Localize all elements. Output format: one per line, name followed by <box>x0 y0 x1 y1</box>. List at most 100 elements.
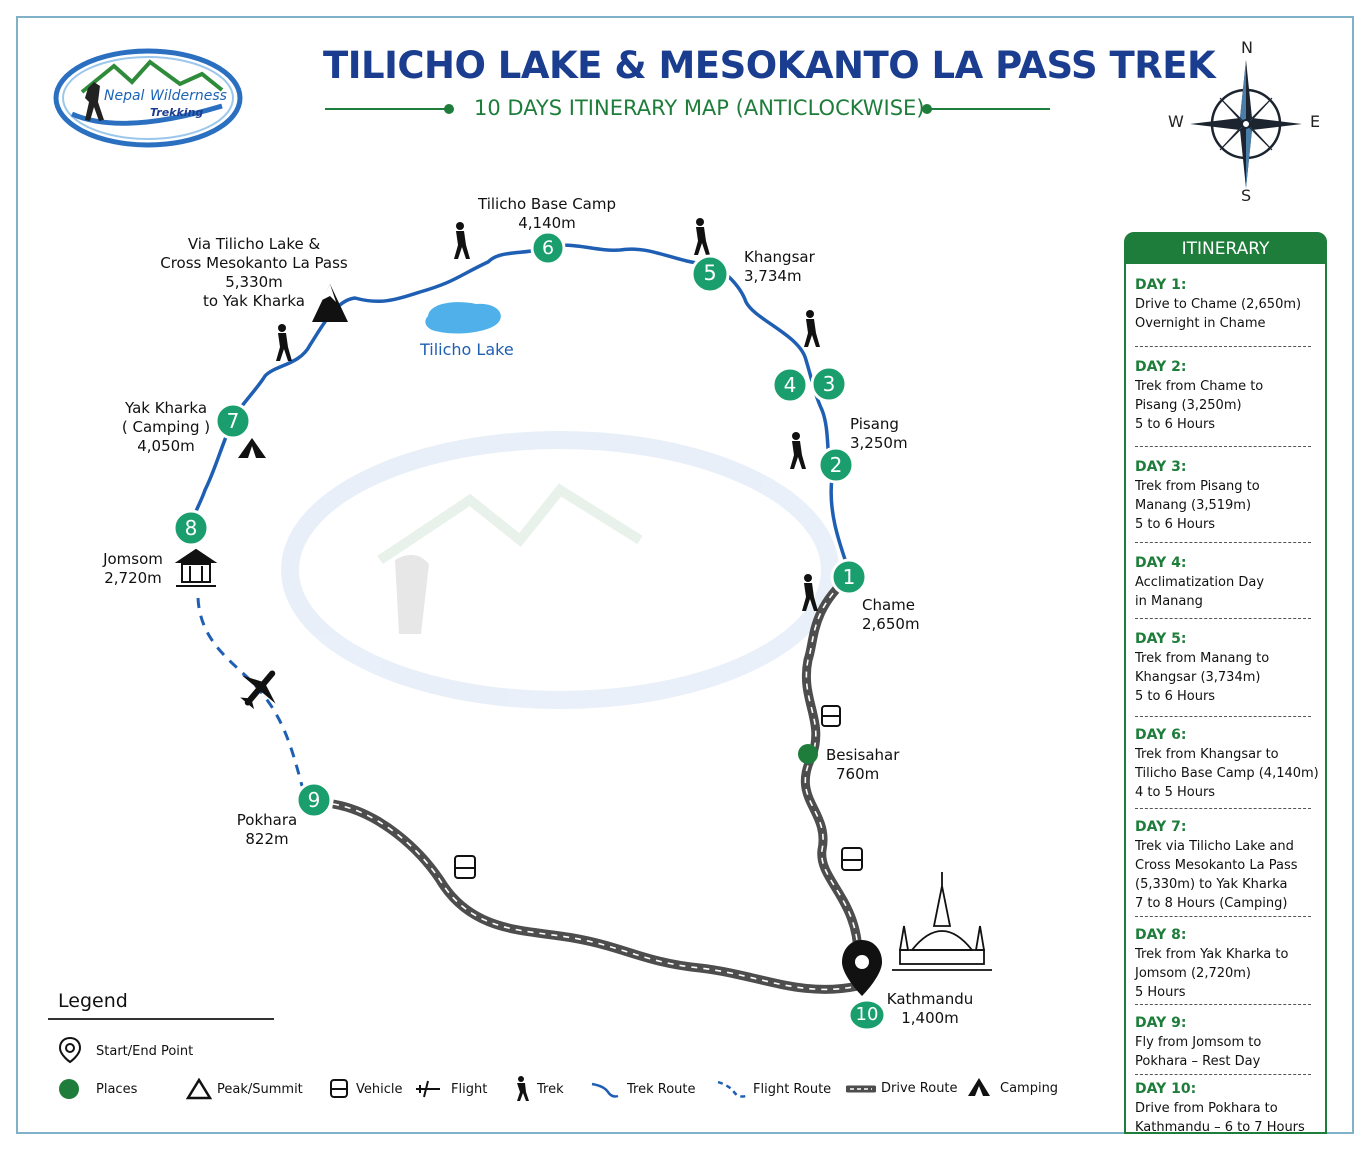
besisahar-place-dot <box>798 744 818 764</box>
place-name: Chame <box>862 596 916 614</box>
day-separator <box>1135 808 1311 809</box>
start-end-pin-icon <box>842 940 882 996</box>
trekker-icon <box>276 218 820 611</box>
place-altitude: 3,250m <box>850 434 908 452</box>
marker-3: 3 <box>822 372 836 396</box>
day-description: Acclimatization Day in Manang <box>1135 575 1265 609</box>
map-title: TILICHO LAKE & MESOKANTO LA PASS TREK <box>323 44 1216 87</box>
legend-label: Trek Route <box>627 1082 696 1097</box>
day-description: Trek via Tilicho Lake and Cross Mesokant… <box>1135 839 1298 911</box>
day-separator <box>1135 716 1311 717</box>
subtitle-dot-right <box>922 104 932 114</box>
flight-route-jomsom-pokhara <box>196 597 304 787</box>
place-altitude: 822m <box>245 830 289 848</box>
day-title: DAY 3: <box>1135 459 1187 475</box>
itinerary-day-10: DAY 10: Drive from Pokhara to Kathmandu … <box>1135 1080 1321 1137</box>
day-title: DAY 7: <box>1135 819 1187 835</box>
place-altitude: 760m <box>836 765 880 783</box>
itinerary-day-5: DAY 5: Trek from Manang to Khangsar (3,7… <box>1135 630 1321 706</box>
day-description: Trek from Khangsar to Tilicho Base Camp … <box>1135 747 1319 800</box>
peak-summit-icon <box>312 284 348 322</box>
logo-word-wilderness: Wilderness <box>150 88 227 104</box>
map-subtitle: 10 DAYS ITINERARY MAP (ANTICLOCKWISE) <box>474 96 925 120</box>
place-altitude: 2,650m <box>862 615 920 633</box>
itinerary-day-7: DAY 7: Trek via Tilicho Lake and Cross M… <box>1135 818 1321 913</box>
day-title: DAY 9: <box>1135 1015 1187 1031</box>
itinerary-panel: ITINERARY DAY 1: Drive to Chame (2,650m)… <box>1124 232 1327 1137</box>
drive-route-icon <box>846 1085 876 1093</box>
place-altitude: 4,050m <box>137 437 195 455</box>
legend-label: Drive Route <box>881 1081 958 1096</box>
pass-line-1: Via Tilicho Lake & <box>187 235 321 253</box>
day-separator <box>1135 1074 1311 1075</box>
flight-route-icon <box>717 1080 747 1098</box>
airplane-icon <box>240 670 276 710</box>
marker-10: 10 <box>855 1004 879 1025</box>
day-description: Trek from Pisang to Manang (3,519m) 5 to… <box>1135 479 1260 532</box>
tilicho-lake-water <box>425 302 501 334</box>
legend-label: Trek <box>537 1082 564 1097</box>
logo-word-trekking: Trekking <box>150 106 204 119</box>
camping-tent-icon <box>968 1078 990 1096</box>
day-title: DAY 1: <box>1135 277 1187 293</box>
place-name: Pokhara <box>236 811 298 829</box>
itinerary-day-2: DAY 2: Trek from Chame to Pisang (3,250m… <box>1135 358 1321 434</box>
marker-1: 1 <box>842 565 856 589</box>
compass-east: E <box>1310 112 1321 131</box>
day-description: Trek from Manang to Khangsar (3,734m) 5 … <box>1135 651 1270 704</box>
watermark-logo <box>281 431 839 709</box>
day-separator <box>1135 1004 1311 1005</box>
day-title: DAY 4: <box>1135 555 1187 571</box>
vehicle-icon <box>330 1079 348 1098</box>
label-pisang: Pisang 3,250m <box>850 415 908 453</box>
label-khangsar: Khangsar 3,734m <box>744 248 815 286</box>
pass-line-3: 5,330m <box>225 273 283 291</box>
legend-title: Legend <box>58 990 128 1012</box>
jomsom-house-icon <box>174 548 218 587</box>
label-chame: Chame 2,650m <box>862 596 920 634</box>
trek-icon <box>517 1076 529 1101</box>
subtitle-rule-right <box>928 108 1050 110</box>
place-dot-icon <box>59 1079 79 1099</box>
logo-emblem <box>53 48 243 148</box>
itinerary-heading: ITINERARY <box>1126 234 1325 264</box>
place-altitude: 1,400m <box>901 1009 959 1027</box>
compass-north: N <box>1241 38 1253 57</box>
camping-icon <box>238 438 266 458</box>
drive-route-pokhara-kathmandu <box>332 799 859 994</box>
label-tilicho-base-camp: Tilicho Base Camp 4,140m <box>467 195 627 233</box>
marker-6: 6 <box>541 237 555 259</box>
place-name: Kathmandu <box>886 990 974 1008</box>
label-mesokanto-pass: Via Tilicho Lake & Cross Mesokanto La Pa… <box>158 235 350 311</box>
legend-label: Start/End Point <box>96 1044 194 1059</box>
marker-9: 9 <box>307 788 321 812</box>
pin-icon <box>58 1036 82 1064</box>
legend-label: Flight <box>451 1082 488 1097</box>
legend-label: Flight Route <box>753 1082 832 1097</box>
day-title: DAY 6: <box>1135 727 1187 743</box>
day-description: Trek from Chame to Pisang (3,250m) 5 to … <box>1135 379 1264 432</box>
place-altitude: 2,720m <box>104 569 162 587</box>
map-frame <box>16 16 1354 1134</box>
marker-5: 5 <box>703 261 717 285</box>
place-name: Khangsar <box>744 248 815 266</box>
place-name: Besisahar <box>826 746 900 764</box>
day-description: Trek from Yak Kharka to Jomsom (2,720m) … <box>1135 947 1289 1000</box>
label-besisahar: Besisahar 760m <box>826 746 899 784</box>
marker-8: 8 <box>184 516 198 540</box>
day-title: DAY 8: <box>1135 927 1187 943</box>
label-tilicho-lake: Tilicho Lake <box>420 340 514 359</box>
place-name: Yak Kharka <box>124 399 208 417</box>
day-separator <box>1135 618 1311 619</box>
place-note: ( Camping ) <box>121 418 211 436</box>
place-name: Jomsom <box>103 550 163 568</box>
label-kathmandu: Kathmandu 1,400m <box>878 990 982 1028</box>
trek-route-icon <box>591 1082 619 1098</box>
peak-icon <box>186 1078 212 1100</box>
day-description: Drive from Pokhara to Kathmandu – 6 to 7… <box>1135 1101 1305 1135</box>
itinerary-day-6: DAY 6: Trek from Khangsar to Tilicho Bas… <box>1135 726 1321 802</box>
bus-icon <box>454 705 863 879</box>
legend-label: Camping <box>1000 1081 1059 1096</box>
place-name: Pisang <box>850 415 899 433</box>
itinerary-day-8: DAY 8: Trek from Yak Kharka to Jomsom (2… <box>1135 926 1321 1002</box>
